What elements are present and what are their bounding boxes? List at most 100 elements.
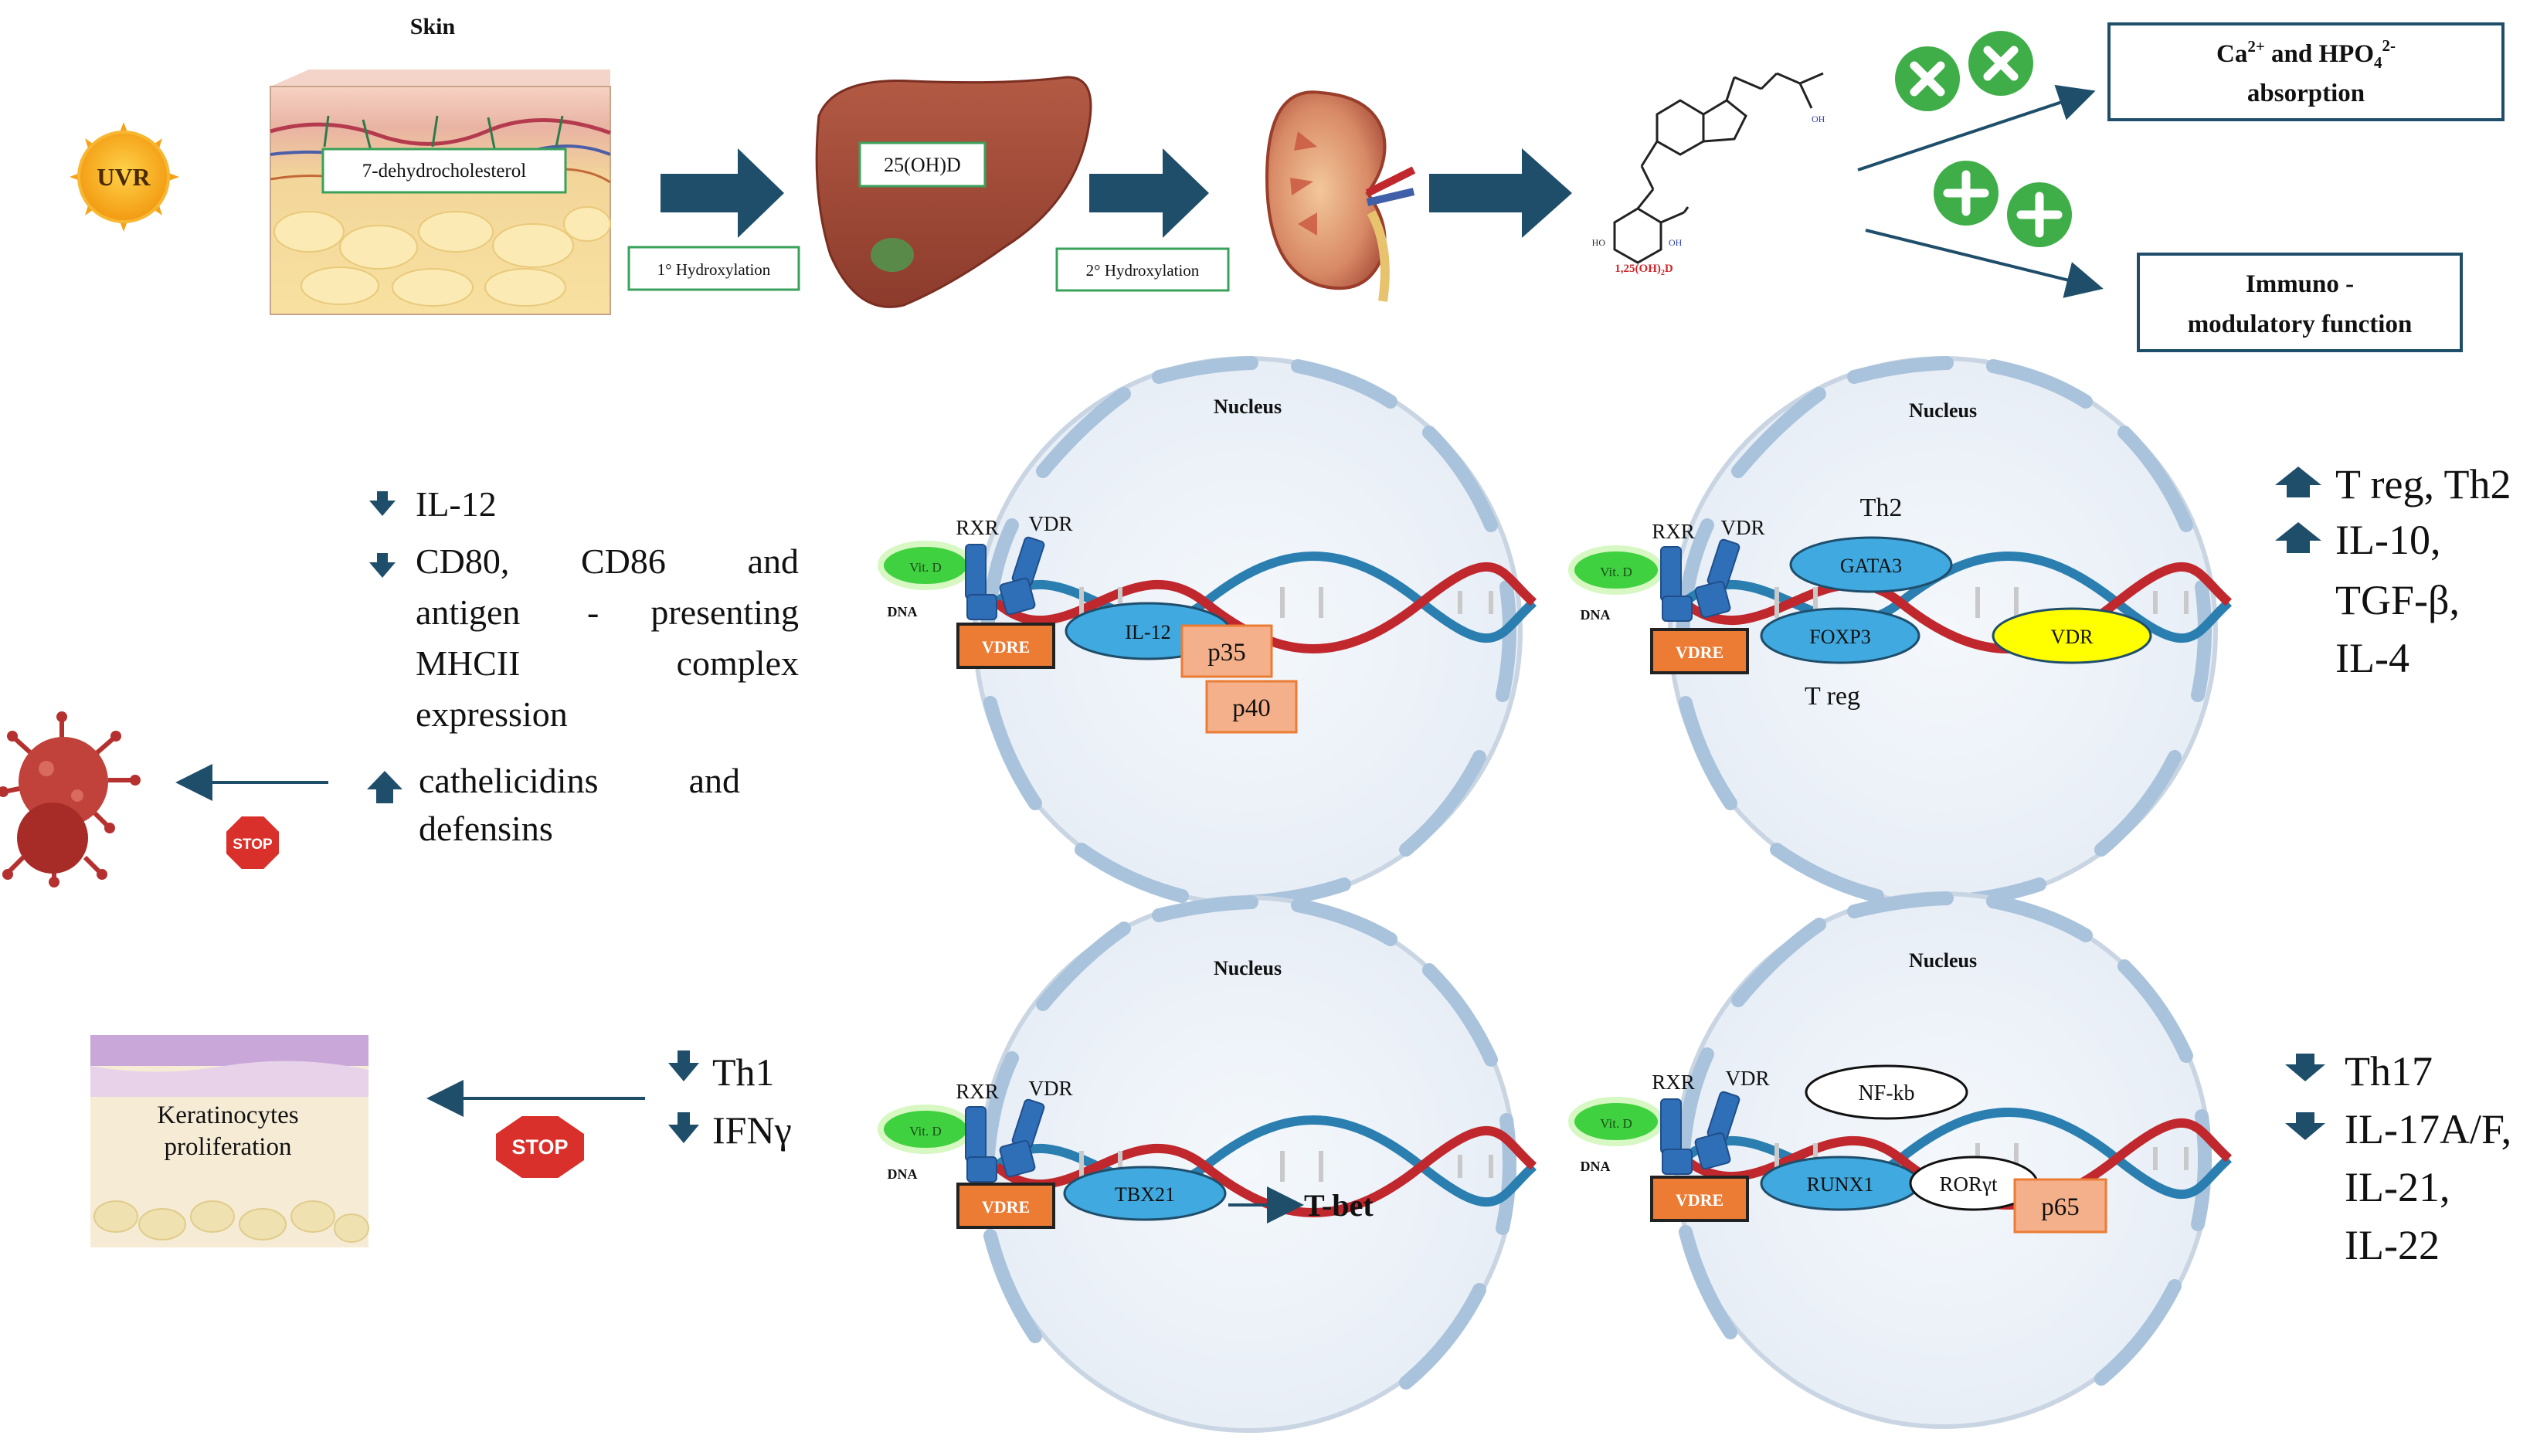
step1-box <box>627 246 800 291</box>
dna-label: DNA <box>888 604 918 619</box>
vdr-label: VDR <box>1725 1067 1769 1090</box>
active-form-sub: 2 <box>1661 269 1665 277</box>
p40-box <box>1205 680 1298 734</box>
immuno-line2: modulatory function <box>2188 311 2413 338</box>
cath-line1-b: and <box>689 761 740 800</box>
cell-runx1: Nucleus Vit. D DNA RXR VDR VDRE NF-kb RU… <box>1568 891 2232 1429</box>
p40-label: p40 <box>1232 694 1271 722</box>
runx1-label: RUNX1 <box>1807 1173 1874 1196</box>
dna-label: DNA <box>1581 607 1611 623</box>
liver-compound-box <box>858 141 987 188</box>
vdr-oval <box>1992 607 2152 664</box>
vdre-label: VDRE <box>982 1197 1030 1217</box>
vdre-box <box>956 623 1055 669</box>
nucleus-label: Nucleus <box>1214 395 1282 418</box>
arrow-to-absorption <box>1857 84 2096 171</box>
cell-il12: Nucleus Vit. D DNA RXR VDR VDRE IL-12 p3… <box>878 356 1537 909</box>
vdr-label: VDR <box>1028 1077 1072 1100</box>
il17-label: IL-17A/F, <box>2345 1106 2511 1152</box>
th17-label: Th17 <box>2345 1048 2433 1095</box>
calcitriol-structure <box>1613 72 1824 264</box>
rxr-label: RXR <box>1652 1071 1695 1094</box>
stop-sign-icon <box>493 1113 587 1181</box>
down-arrow-icon <box>369 553 396 578</box>
vdr-label: VDR <box>1028 512 1072 535</box>
nucleus-label: Nucleus <box>1909 399 1977 422</box>
tbx21-label: TBX21 <box>1115 1183 1175 1206</box>
th1-label: Th1 <box>712 1050 775 1094</box>
immuno-box <box>2137 253 2463 352</box>
treg-th2-label: T reg, Th2 <box>2335 461 2511 507</box>
plus-icon <box>2007 182 2072 247</box>
receptor-complex <box>1660 538 1740 622</box>
receptor-complex <box>1660 1091 1740 1175</box>
up-arrow-icon <box>2275 467 2321 497</box>
up-arrow-icon <box>367 771 402 803</box>
liver-compound-label: 25(OH)D <box>884 154 961 176</box>
cell-treg-th2: Nucleus Vit. D DNA RXR VDR VDRE Th2 GATA… <box>1568 356 2232 909</box>
rxr-label: RXR <box>956 1080 999 1103</box>
dc-line1-a: CD80, <box>416 541 509 581</box>
cath-line2: defensins <box>419 809 553 848</box>
dna-helix <box>1681 552 2232 653</box>
flow-arrow-1 <box>661 148 784 238</box>
vdre-label: VDRE <box>1676 1190 1723 1210</box>
dc-line4: expression <box>416 694 568 734</box>
dna-helix <box>993 552 1537 653</box>
down-arrow-icon <box>369 491 396 516</box>
cross-icon-group <box>1895 31 2033 111</box>
ifng-label: IFNγ <box>712 1108 792 1152</box>
cross-icon <box>1968 31 2033 96</box>
rxr-label: RXR <box>956 516 999 539</box>
p65-label: p65 <box>2041 1193 2080 1221</box>
vdr-label: VDR <box>1720 516 1764 539</box>
vdre-box <box>1650 628 1749 674</box>
virus-icon <box>0 711 141 888</box>
dna-label: DNA <box>888 1166 918 1182</box>
chem-oh-3: OH <box>1812 114 1825 124</box>
cross-icon <box>1895 46 1960 111</box>
plus-icon <box>1934 161 1999 226</box>
active-form-label: 1,25(OH)2D <box>1615 263 1673 277</box>
absorption-ca: Ca <box>2216 40 2247 68</box>
down-arrow-icon <box>668 1112 699 1143</box>
flow-arrow-3 <box>1429 148 1572 238</box>
foxp3-oval <box>1760 607 1920 664</box>
sun-icon <box>70 122 179 232</box>
dc-line1-b: CD86 <box>581 541 666 581</box>
down-arrow-icon <box>2285 1112 2325 1140</box>
dc-line1-c: and <box>748 541 799 581</box>
tgfb-label: TGF-β, <box>2335 577 2460 623</box>
il21-label: IL-21, <box>2345 1164 2450 1210</box>
absorption-line2: absorption <box>2247 80 2365 107</box>
p65-box <box>2013 1178 2107 1234</box>
dc-line2-c: presenting <box>650 592 799 632</box>
liver-icon <box>815 76 1092 308</box>
receptor-complex <box>965 536 1045 620</box>
cell-tbx21: Nucleus Vit. D DNA RXR VDR VDRE TBX21 T-… <box>878 895 1537 1433</box>
vitd-label: Vit. D <box>909 560 941 575</box>
nucleus-label: Nucleus <box>1214 957 1282 979</box>
active-form-main: 1,25(OH) <box>1615 263 1661 275</box>
tbx21-oval <box>1063 1166 1227 1221</box>
roryt-label: RORγt <box>1940 1173 1998 1196</box>
treg-label: T reg <box>1805 682 1860 711</box>
gata3-oval <box>1789 536 1953 593</box>
vdre-box <box>1650 1176 1749 1222</box>
skin-block <box>270 70 611 315</box>
active-form-suffix: D <box>1665 263 1673 275</box>
dc-line2-a: antigen <box>416 592 520 632</box>
skin-title: Skin <box>410 14 456 39</box>
chem-oh-1: HO <box>1592 237 1606 248</box>
il4-label: IL-4 <box>2335 635 2409 681</box>
p35-box <box>1180 624 1273 678</box>
th2-label: Th2 <box>1860 494 1903 522</box>
dc-line2-b: - <box>587 592 599 632</box>
gata3-label: GATA3 <box>1840 555 1902 577</box>
stop-label-2: STOP <box>511 1135 568 1159</box>
nucleus-label: Nucleus <box>1909 949 1977 972</box>
dc-il12: IL-12 <box>416 484 497 524</box>
flow-arrow-2 <box>1089 148 1209 238</box>
nfkb-oval <box>1805 1064 1968 1120</box>
receptor-complex <box>965 1098 1045 1183</box>
